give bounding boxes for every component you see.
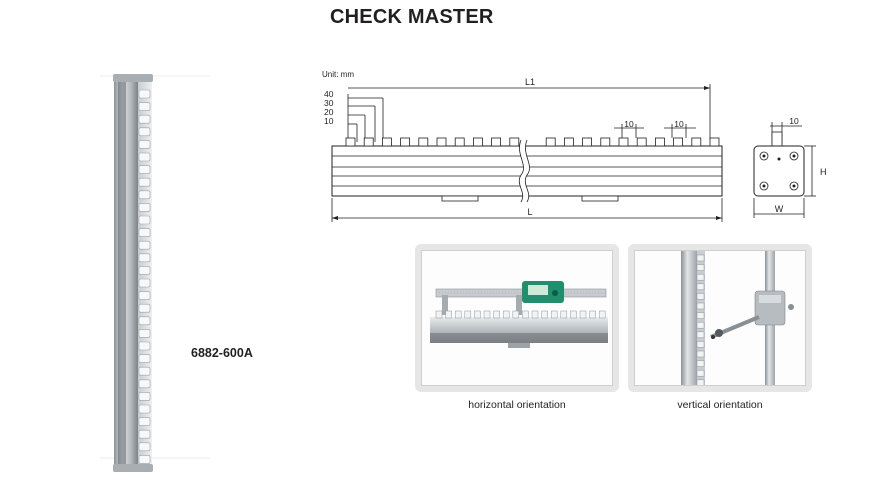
horizontal-photo [430, 281, 608, 348]
product-image [100, 74, 210, 472]
model-number: 6882-600A [191, 346, 253, 360]
pitch-label-1: 10 [624, 119, 634, 129]
vertical-photo-frame [628, 244, 812, 392]
vertical-photo [681, 251, 794, 385]
unit-label: Unit: mm [322, 70, 354, 79]
step-label-40: 40 [324, 89, 334, 99]
horizontal-photo-frame [415, 244, 619, 392]
vertical-caption: vertical orientation [677, 399, 763, 411]
step-label-20: 20 [324, 107, 334, 117]
horizontal-caption: horizontal orientation [468, 399, 566, 411]
dim-l-label: L [527, 207, 532, 217]
front-view-drawing: L1 40 30 20 10 10 10 L [324, 77, 723, 222]
pitch-label-2: 10 [674, 119, 684, 129]
side-h-label: H [820, 167, 827, 177]
side-width-label: 10 [789, 116, 799, 126]
dim-l1-label: L1 [525, 77, 535, 87]
side-w-label: W [775, 204, 784, 214]
step-label-10: 10 [324, 116, 334, 126]
side-view-drawing: 10 H W [753, 116, 827, 218]
page-title: CHECK MASTER [330, 6, 494, 28]
gauge-blocks [138, 89, 151, 464]
step-label-30: 30 [324, 98, 334, 108]
